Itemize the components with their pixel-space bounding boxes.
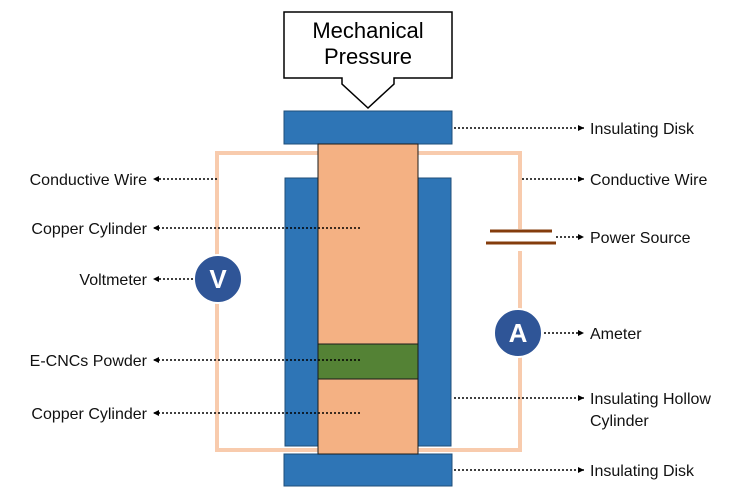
ammeter-letter: A: [509, 318, 528, 348]
battery-gap: [508, 229, 532, 251]
label-ecncs-powder: E-CNCs Powder: [30, 353, 148, 370]
label-conductive-wire-left: Conductive Wire: [30, 172, 147, 189]
label-insulating-disk-top: Insulating Disk: [590, 121, 695, 138]
label-insulating-hollow-cylinder-line1: Insulating Hollow: [590, 391, 711, 408]
label-ameter: Ameter: [590, 326, 642, 343]
label-power-source: Power Source: [590, 230, 691, 247]
voltmeter-letter: V: [209, 264, 227, 294]
pressure-arrow: [283, 11, 453, 110]
voltmeter-symbol: [193, 254, 243, 304]
label-insulating-disk-bottom: Insulating Disk: [590, 463, 695, 480]
pressure-title-line1: Mechanical: [312, 18, 423, 43]
insulating-disk-bottom: [283, 453, 453, 487]
insulating-disk-top: [283, 110, 453, 145]
pressure-title-line2: Pressure: [324, 44, 412, 69]
insulating-hollow-cylinder-right-wall: [417, 177, 452, 447]
copper-cylinder-bottom: [317, 378, 419, 455]
label-copper-cylinder-top: Copper Cylinder: [31, 221, 147, 238]
label-voltmeter: Voltmeter: [79, 272, 147, 289]
copper-cylinder-top: [317, 143, 419, 345]
ammeter-symbol: [493, 308, 543, 358]
insulating-hollow-cylinder-left-wall: [284, 177, 319, 447]
label-copper-cylinder-bottom: Copper Cylinder: [31, 406, 147, 423]
label-conductive-wire-right: Conductive Wire: [590, 172, 707, 189]
label-insulating-hollow-cylinder-line2: Cylinder: [590, 413, 649, 430]
ecncs-powder-layer: [317, 343, 419, 380]
